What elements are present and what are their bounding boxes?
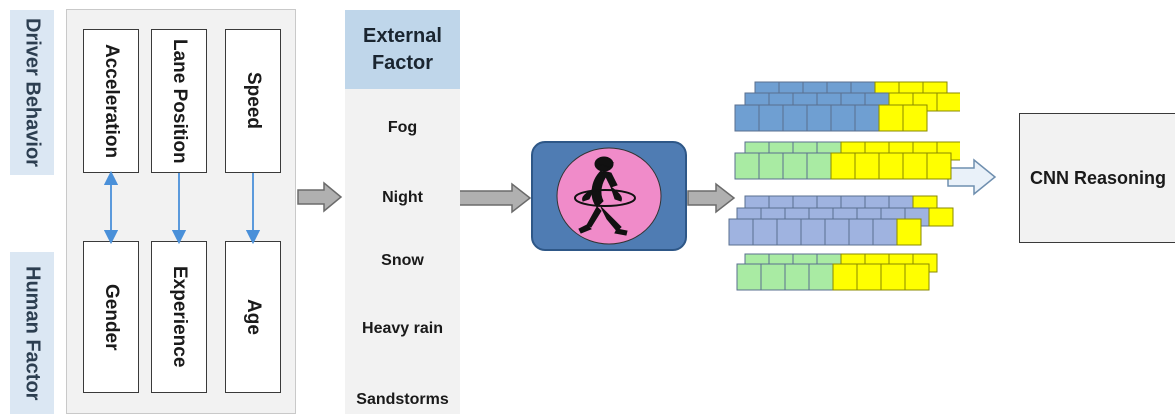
token-block bbox=[896, 218, 922, 246]
token-block bbox=[878, 104, 904, 132]
driver-behavior-text: Driver Behavior bbox=[21, 18, 44, 167]
age-text: Age bbox=[243, 299, 264, 335]
acceleration-text: Acceleration bbox=[101, 43, 122, 159]
external-factor-header: External Factor bbox=[345, 10, 460, 89]
hoop-icon bbox=[574, 189, 636, 207]
lane-position-text: Lane Position bbox=[169, 38, 190, 164]
arrow-icon bbox=[297, 181, 343, 213]
gender-box: Gender bbox=[83, 241, 139, 393]
token-block bbox=[784, 263, 810, 291]
speed-box: Speed bbox=[225, 29, 281, 173]
token-block bbox=[856, 263, 882, 291]
token-block bbox=[824, 218, 850, 246]
token-block bbox=[758, 104, 784, 132]
hula-hoop-person-icon bbox=[578, 156, 628, 236]
ext-item-sandstorms: Sandstorms bbox=[356, 391, 449, 408]
token-block bbox=[830, 104, 856, 132]
arrow-icon bbox=[457, 182, 532, 214]
token-block bbox=[734, 152, 760, 180]
token-block bbox=[734, 104, 760, 132]
token-block bbox=[830, 152, 856, 180]
token-block bbox=[832, 263, 858, 291]
token-block bbox=[878, 152, 904, 180]
token-block bbox=[872, 218, 898, 246]
token-block bbox=[936, 92, 960, 112]
token-block bbox=[854, 152, 880, 180]
token-block bbox=[758, 152, 784, 180]
token-block bbox=[926, 152, 952, 180]
token-block bbox=[806, 152, 832, 180]
token-block bbox=[880, 263, 906, 291]
hollow-arrow-icon bbox=[947, 158, 997, 196]
human-factor-text: Human Factor bbox=[21, 265, 44, 401]
token-block bbox=[728, 218, 754, 246]
token-block bbox=[902, 104, 928, 132]
external-factor-title-2: Factor bbox=[371, 51, 434, 74]
cnn-reasoning-text: CNN Reasoning bbox=[1030, 167, 1167, 188]
ext-item-fog: Fog bbox=[387, 119, 418, 136]
experience-text: Experience bbox=[169, 266, 190, 368]
token-block bbox=[782, 104, 808, 132]
token-block bbox=[808, 263, 834, 291]
token-block bbox=[800, 218, 826, 246]
ext-item-snow: Snow bbox=[381, 252, 424, 269]
token-block bbox=[806, 104, 832, 132]
feature-blocks bbox=[728, 81, 960, 291]
token-block bbox=[848, 218, 874, 246]
arrow-icon bbox=[687, 182, 736, 214]
token-block bbox=[752, 218, 778, 246]
speed-text: Speed bbox=[243, 72, 264, 130]
token-block bbox=[736, 263, 762, 291]
token-block bbox=[760, 263, 786, 291]
driver-behavior-label: Driver Behavior bbox=[10, 10, 54, 175]
token-block bbox=[776, 218, 802, 246]
token-block bbox=[902, 152, 928, 180]
external-factor-title-1: External bbox=[363, 24, 442, 47]
driver-image bbox=[556, 147, 662, 245]
cnn-reasoning-box: CNN Reasoning bbox=[1019, 113, 1175, 243]
ext-item-heavy-rain: Heavy rain bbox=[362, 320, 443, 337]
human-factor-label: Human Factor bbox=[10, 252, 54, 414]
ext-item-night: Night bbox=[382, 189, 423, 206]
token-block bbox=[904, 263, 930, 291]
token-block bbox=[782, 152, 808, 180]
token-block bbox=[854, 104, 880, 132]
gender-text: Gender bbox=[101, 283, 122, 351]
lane-position-box: Lane Position bbox=[151, 29, 207, 173]
token-block bbox=[928, 207, 954, 227]
